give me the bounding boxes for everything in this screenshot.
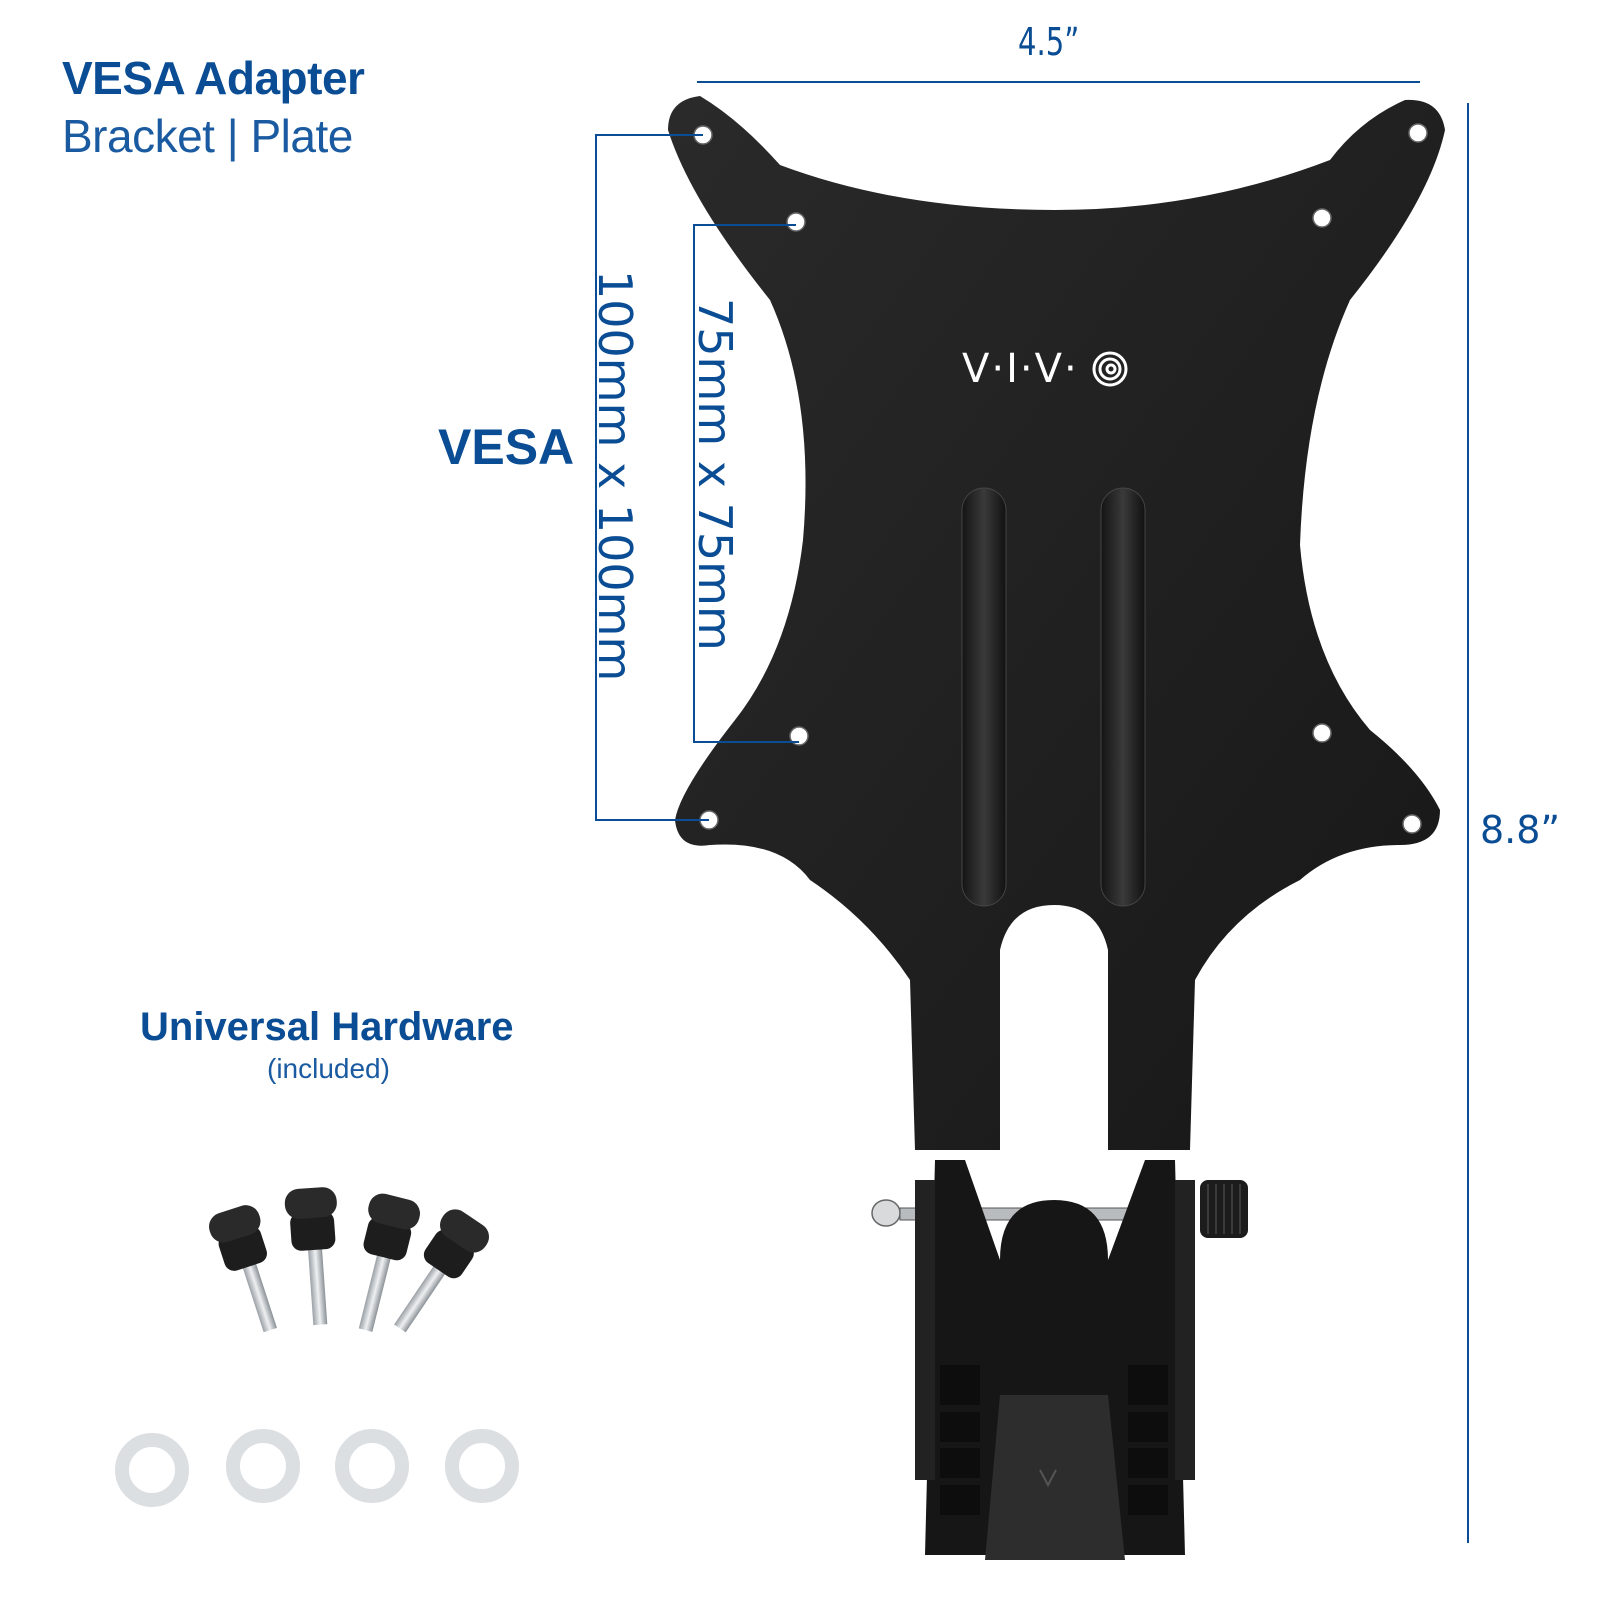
washer xyxy=(115,1433,189,1507)
height-dimension-label: 8.8” xyxy=(1480,808,1561,852)
thumb-screw xyxy=(394,1209,490,1333)
hardware-title: Universal Hardware xyxy=(140,1005,514,1049)
plate-rib-right xyxy=(1100,487,1146,907)
mounting-holes xyxy=(693,123,1428,834)
washer xyxy=(226,1429,300,1503)
hole-75-top-right xyxy=(1312,208,1332,228)
hole-100-top-right xyxy=(1408,123,1428,143)
vivo-logo-text: V·I·V· xyxy=(962,346,1079,392)
width-dimension-label: 4.5” xyxy=(1018,20,1080,64)
washers xyxy=(115,1429,519,1507)
hole-100-bottom-right xyxy=(1402,814,1422,834)
vesa-75-label: 75mm x 75mm xyxy=(688,298,742,651)
hole-75-bottom-right xyxy=(1312,723,1332,743)
hardware-subtitle: (included) xyxy=(267,1053,390,1084)
plate-rib-left xyxy=(961,487,1007,907)
clamp-v-mark-icon xyxy=(1039,1469,1057,1488)
washer xyxy=(445,1429,519,1503)
thumb-screws xyxy=(209,1187,490,1333)
clamp-pin-cap-icon xyxy=(871,1199,901,1227)
quick-release-clamp xyxy=(871,1160,1248,1560)
hole-75-bottom-left xyxy=(789,726,809,746)
dimension-lines xyxy=(595,81,1469,1543)
vesa-100-label: 100mm x 100mm xyxy=(588,270,642,682)
hole-75-top-left xyxy=(786,212,806,232)
washer xyxy=(335,1429,409,1503)
thumb-screw xyxy=(284,1187,337,1326)
title-block: VESA Adapter Bracket | Plate xyxy=(62,50,365,166)
vivo-logo-swirl-icon xyxy=(1092,351,1128,387)
product-title: VESA Adapter xyxy=(62,52,365,104)
thumb-screw xyxy=(358,1193,420,1332)
bracket-75mm xyxy=(693,224,799,743)
vesa-label: VESA xyxy=(438,419,575,475)
vesa-plate xyxy=(668,96,1445,1150)
bracket-100mm xyxy=(595,134,709,821)
thumb-screw xyxy=(209,1205,277,1333)
product-subtitle: Bracket | Plate xyxy=(62,110,353,162)
